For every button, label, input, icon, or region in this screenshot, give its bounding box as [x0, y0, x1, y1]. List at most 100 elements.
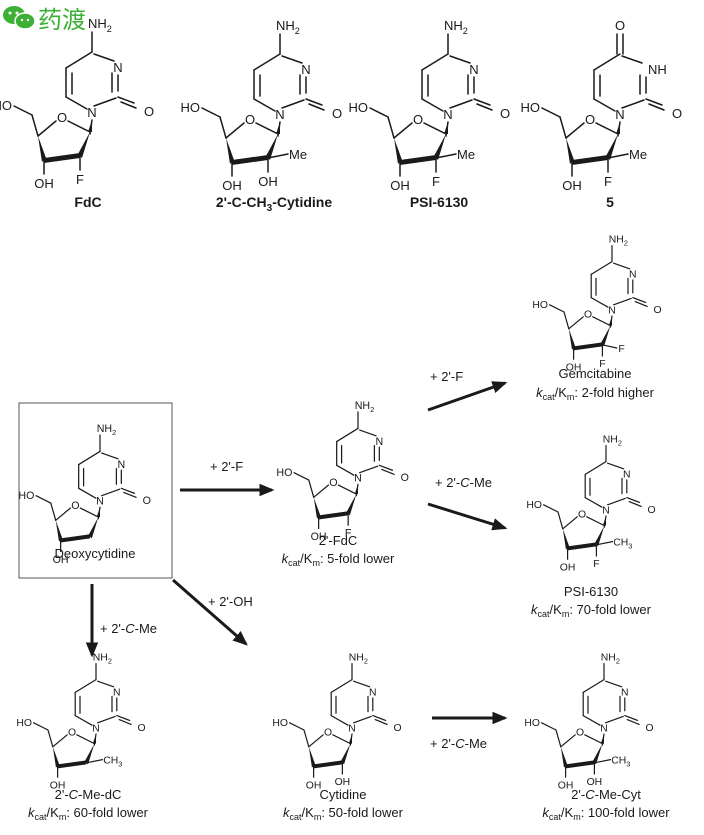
bond: [78, 487, 97, 499]
wedge-bond: [434, 134, 446, 160]
bond: [293, 472, 310, 481]
nitrogen-atom: N: [348, 724, 356, 735]
product-name-2cme-dc: 2'-C-Me-dC: [55, 787, 122, 802]
bond: [116, 715, 131, 722]
bond: [74, 679, 97, 694]
bond: [359, 465, 379, 474]
compound-name-5: 5: [606, 194, 614, 210]
ring-oxygen-atom: O: [584, 310, 592, 321]
bond: [253, 98, 276, 112]
bond: [303, 729, 310, 748]
oxygen-atom: O: [615, 18, 625, 33]
ho-group: HO: [276, 467, 292, 479]
double-bond: [120, 101, 137, 109]
methyl-group: Me: [289, 147, 307, 162]
kinetics-2cme-dc: kcat/Km: 60-fold lower: [28, 805, 149, 822]
nitrogen-atom: N: [369, 688, 377, 699]
methyl-group: CH3: [613, 538, 632, 551]
nitrogen-atom: N: [615, 107, 624, 122]
wedge-bond: [38, 136, 46, 162]
fluorine-atom: F: [76, 172, 84, 187]
bond: [590, 297, 609, 308]
bond: [85, 759, 104, 764]
bond: [201, 107, 221, 118]
product-name-psi-6130: PSI-6130: [564, 584, 618, 599]
nitrogen-atom: N: [443, 107, 452, 122]
wedge-bond: [606, 134, 618, 160]
wedge-bond: [444, 122, 448, 134]
oxygen-atom: O: [646, 723, 654, 734]
bold-bond: [57, 760, 87, 769]
nitrogen-atom: N: [301, 62, 310, 77]
wedge-bond: [600, 325, 611, 347]
bond: [593, 759, 612, 764]
oxygen-atom: O: [394, 723, 402, 734]
nitrogen-atom: N: [96, 496, 104, 508]
kinetics-psi-6130: kcat/Km: 70-fold lower: [531, 602, 652, 619]
bond: [332, 734, 352, 745]
logo: 药渡: [3, 6, 86, 34]
product-name-2cme-cyt: 2'-C-Me-Cyt: [571, 787, 641, 802]
bond: [372, 715, 387, 722]
bond: [586, 516, 606, 527]
wedge-bond: [594, 525, 605, 547]
bond: [225, 122, 245, 139]
kinetics-2cme-cyt: kcat/Km: 100-fold lower: [542, 805, 670, 822]
bold-bond: [565, 760, 595, 769]
bond: [621, 55, 643, 64]
wedge-bond: [88, 120, 92, 132]
bond: [632, 297, 647, 304]
bond: [65, 96, 88, 110]
ring-oxygen-atom: O: [576, 728, 584, 739]
nh2-atom: NH2: [609, 234, 628, 247]
ho-group: HO: [18, 490, 34, 502]
nitrogen-atom: N: [113, 688, 121, 699]
bond: [559, 116, 567, 139]
ring-oxygen-atom: O: [71, 500, 79, 512]
wedge-bond: [602, 516, 606, 526]
bond: [582, 679, 605, 694]
arrow-label-2cme-psi: + 2'-C-Me: [435, 475, 492, 490]
svg-text:kcat/Km: 5-fold lower: kcat/Km: 5-fold lower: [282, 551, 395, 568]
bond: [393, 122, 413, 139]
ho-group: HO: [524, 718, 540, 729]
bond: [555, 729, 562, 748]
bond: [67, 120, 91, 133]
bond: [549, 304, 565, 313]
compound-name-2c-ch3-cytidine: 2'-C-CH3-Cytidine: [216, 194, 332, 214]
methyl-group: Me: [629, 147, 647, 162]
double-bond: [626, 719, 640, 726]
svg-text:kcat/Km: 2-fold higher: kcat/Km: 2-fold higher: [536, 385, 654, 402]
kinetics-gemcitabine: kcat/Km: 2-fold higher: [536, 385, 654, 402]
wedge-bond: [266, 134, 278, 160]
bond: [336, 427, 359, 443]
arrow-label-2f-gem: + 2'-F: [430, 369, 463, 384]
ring-oxygen-atom: O: [329, 477, 337, 489]
bond: [353, 680, 371, 688]
logo-text: 药渡: [38, 6, 86, 34]
nitrogen-atom: N: [608, 306, 616, 317]
double-bond: [476, 103, 493, 111]
arrow-to-psi-6130: [427, 502, 508, 531]
bond: [35, 495, 52, 504]
bond: [541, 107, 561, 118]
wedge-bond: [592, 743, 603, 765]
bond: [595, 541, 614, 546]
bond: [97, 715, 116, 724]
bond: [421, 53, 449, 71]
nitrogen-atom: N: [629, 270, 637, 281]
bond: [593, 53, 621, 71]
oxygen-atom: O: [138, 723, 146, 734]
bond: [378, 464, 394, 471]
bond: [613, 262, 631, 270]
bond: [601, 344, 618, 349]
bond: [219, 116, 227, 139]
bond: [33, 722, 49, 731]
svg-text:kcat/Km: 70-fold lower: kcat/Km: 70-fold lower: [531, 602, 652, 619]
bond: [387, 116, 395, 139]
wedge-bond: [568, 328, 576, 350]
